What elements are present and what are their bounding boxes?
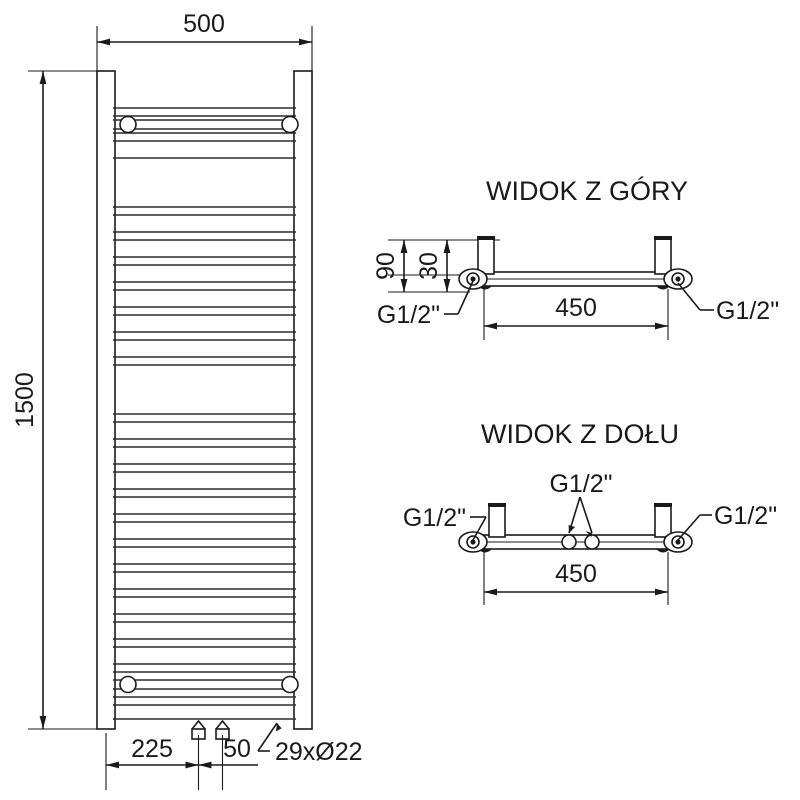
bottom-view-dimension-450: 450	[483, 552, 669, 605]
top-view-connector-left-label: G1/2"	[377, 301, 440, 329]
dimension-spacing-50-label: 50	[223, 735, 251, 763]
top-view-label-left-leader: G1/2"	[377, 280, 474, 329]
bottom-view-connector-right	[663, 531, 693, 553]
front-view: 500 1500	[11, 10, 363, 790]
rung-group	[113, 107, 296, 720]
bottom-view-title: WIDOK Z DOŁU	[481, 419, 679, 449]
dimension-height-1500: 1500	[11, 71, 47, 729]
bottom-view-connector-right-label: G1/2"	[714, 502, 777, 530]
rung-count-leader: 29xØ22	[257, 722, 363, 766]
top-view-connector-right-label: G1/2"	[716, 297, 779, 325]
top-view-connector-right	[663, 268, 693, 290]
top-view-connector-left	[458, 268, 488, 290]
bottom-view-center-leader: G1/2"	[549, 470, 613, 537]
rung-count-label: 29xØ22	[275, 738, 363, 766]
top-view-title: WIDOK Z GÓRY	[486, 175, 688, 206]
dimension-spacing-50: 50	[198, 735, 258, 769]
bottom-view-connector-left-label: G1/2"	[403, 504, 466, 532]
lower-hanger-bar	[113, 675, 299, 694]
dimension-height-1500-label: 1500	[11, 372, 39, 428]
dimension-depth-90-label: 90	[372, 252, 400, 280]
top-view-dimension-450-label: 450	[555, 294, 597, 322]
dimension-width-500: 500	[97, 10, 312, 46]
dimension-bracket-30-label: 30	[415, 252, 443, 280]
top-view-dimension-450: 450	[483, 289, 669, 340]
bottom-view-label-right-leader: G1/2"	[677, 502, 777, 541]
bottom-view-bracket-left	[488, 503, 506, 538]
top-view-bracket-right	[654, 236, 672, 275]
top-view-body	[469, 271, 679, 290]
dimension-bracket-30: 30	[415, 240, 451, 292]
bottom-view: WIDOK Z DOŁU	[403, 419, 777, 605]
dimension-width-500-label: 500	[183, 10, 225, 38]
top-view: WIDOK Z GÓRY 90 30	[372, 175, 779, 340]
dimension-depth-90: 90	[372, 240, 408, 292]
bottom-view-dimension-450-label: 450	[555, 560, 597, 588]
bottom-view-connector-center	[561, 534, 600, 550]
bottom-view-connector-left	[458, 531, 488, 553]
bottom-view-connector-center-label: G1/2"	[549, 470, 612, 498]
dimension-offset-225: 225	[106, 735, 199, 769]
bottom-view-bracket-right	[654, 503, 672, 538]
dimension-offset-225-label: 225	[131, 735, 173, 763]
upper-hanger-bar	[113, 115, 299, 134]
left-manifold	[96, 70, 116, 730]
top-view-label-right-leader: G1/2"	[677, 282, 779, 325]
bottom-view-label-left-leader: G1/2"	[403, 504, 487, 541]
right-manifold	[293, 70, 313, 730]
top-view-bracket-left	[477, 236, 495, 275]
